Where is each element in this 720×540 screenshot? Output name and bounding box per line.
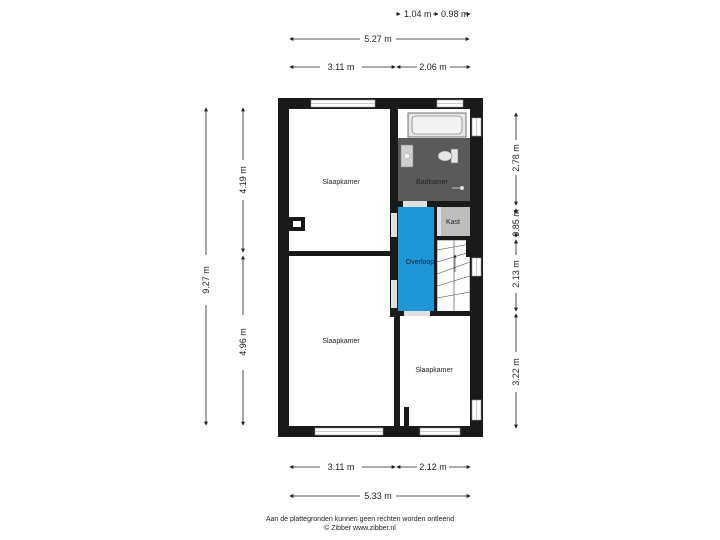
shower-drain bbox=[452, 186, 464, 190]
bottom-dimensions bbox=[289, 465, 471, 498]
room-label-bedroom-bottom-left: Slaapkamer bbox=[322, 338, 360, 345]
bathtub-basin bbox=[411, 115, 463, 135]
dim-right-1: 2.78 m bbox=[511, 144, 521, 172]
bathroom-sink bbox=[400, 144, 414, 168]
dim-top-left: 3.11 m bbox=[328, 62, 355, 72]
dim-right-4: 3.22 m bbox=[511, 358, 521, 386]
closet-fill bbox=[437, 207, 470, 237]
dim-right-3: 2.13 m bbox=[511, 260, 521, 288]
room-label-landing: Overloop bbox=[406, 259, 435, 266]
top-dimensions bbox=[289, 12, 471, 69]
dim-left-total: 9.27 m bbox=[201, 266, 211, 294]
room-label-bedroom-top-left: Slaapkamer bbox=[322, 179, 360, 186]
dim-top-small-1: 1.04 m bbox=[404, 9, 432, 19]
dim-top-right: 2.06 m bbox=[419, 62, 447, 72]
dim-bottom-left: 3.11 m bbox=[328, 462, 355, 472]
staircase bbox=[436, 239, 471, 313]
dim-bottom-right: 2.12 m bbox=[419, 462, 447, 472]
dim-top-total: 5.27 m bbox=[364, 34, 392, 44]
dim-left-upper: 4.19 m bbox=[238, 166, 248, 194]
footer-disclaimer: Aan de plattegronden kunnen geen rechten… bbox=[265, 516, 455, 523]
door-openings bbox=[391, 201, 430, 316]
window-panes bbox=[311, 103, 477, 432]
dim-top-small-2: 0.98 m bbox=[441, 9, 469, 19]
toilet bbox=[437, 148, 459, 164]
landing-fill bbox=[398, 207, 435, 313]
room-label-closet: Kast bbox=[446, 219, 460, 226]
closet-door-strip bbox=[437, 207, 441, 237]
left-dimensions bbox=[204, 107, 245, 426]
dim-right-2: 0.85 m bbox=[511, 209, 521, 237]
room-label-bedroom-bottom-right: Slaapkamer bbox=[415, 367, 453, 374]
dim-bottom-total: 5.33 m bbox=[364, 491, 392, 501]
chimney-inner bbox=[293, 221, 301, 227]
footer-credit: © Zibber www.zibber.nl bbox=[324, 525, 396, 532]
dim-left-lower: 4.96 m bbox=[238, 328, 248, 356]
room-label-bathroom: Badkamer bbox=[416, 179, 449, 186]
